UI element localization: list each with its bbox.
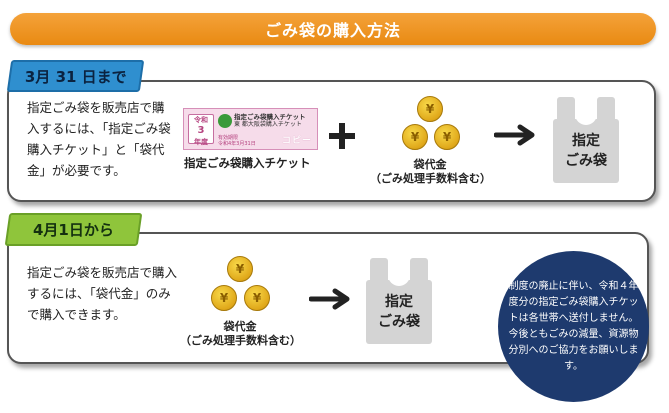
ticket-label: 指定ごみ袋購入チケット	[184, 156, 311, 170]
ticket-copy-mark: コピー	[282, 136, 313, 146]
bag-label-2-line1: 指定	[385, 294, 413, 310]
ticket-title-line1: 指定ごみ袋購入チケット	[234, 113, 306, 121]
section-from-april-tab: 4月1日から	[4, 213, 143, 246]
yen-coin-icon: ¥	[402, 124, 428, 150]
notice-text: 制度の廃止に伴い、令和４年度分の指定ごみ袋購入チケットは各世帯へ送付しません。今…	[508, 280, 639, 372]
section-from-april-tab-label: 4月1日から	[33, 221, 114, 239]
bag-label-2-line2: ごみ袋	[378, 314, 420, 330]
ticket-title-lines: 指定ごみ袋購入チケット 東 都大阪袋購入チケット	[234, 113, 306, 129]
fee-label-block-2: 袋代金 （ごみ処理手数料含む）	[180, 320, 301, 348]
purchase-ticket-image: 令和 3 年度 指定ごみ袋購入チケット 東 都大阪袋購入チケット 有効期限 令和…	[183, 108, 318, 150]
yen-coin-icon: ¥	[211, 285, 237, 311]
ticket-foot-line2: 令和4年3月31日	[218, 141, 256, 147]
bag-label-line2: ごみ袋	[565, 153, 607, 169]
yen-coin-icon: ¥	[227, 256, 253, 282]
yen-coin-icon: ¥	[417, 96, 443, 122]
designated-garbage-bag-icon: 指定 ごみ袋	[366, 258, 432, 344]
yen-coin-icon: ¥	[244, 285, 270, 311]
ticket-foot: 有効期限 令和4年3月31日	[218, 135, 256, 147]
notice-circle: 制度の廃止に伴い、令和４年度分の指定ごみ袋購入チケットは各世帯へ送付しません。今…	[498, 251, 649, 402]
header-bar: ごみ袋の購入方法	[10, 13, 656, 45]
fee-label: 袋代金	[413, 158, 447, 171]
fee-label-2: 袋代金	[223, 320, 257, 333]
fee-sub-label-2: （ごみ処理手数料含む）	[180, 334, 301, 347]
designated-garbage-bag-icon: 指定 ごみ袋	[553, 97, 619, 183]
ticket-leaf-icon	[218, 114, 232, 128]
bag-label: 指定 ごみ袋	[553, 131, 619, 171]
section-until-march-tab-label: 3月 31 日まで	[24, 67, 127, 86]
arrow-right-icon	[308, 288, 353, 310]
section-until-march-description: 指定ごみ袋を販売店で購入するには、「指定ごみ袋購入チケット」と「袋代金」が必要で…	[27, 100, 171, 178]
section-until-march-tab: 3月 31 日まで	[6, 60, 145, 92]
section-from-april-description: 指定ごみ袋を販売店で購入するには、「袋代金」のみで購入できます。	[27, 265, 178, 322]
page-title: ごみ袋の購入方法	[264, 21, 401, 40]
ticket-foot-line1: 有効期限	[218, 135, 239, 141]
fee-sub-label: （ごみ処理手数料含む）	[370, 172, 491, 185]
fee-label-block: 袋代金 （ごみ処理手数料含む）	[370, 158, 491, 186]
ticket-year-badge: 令和 3 年度	[188, 114, 214, 146]
arrow-right-icon	[493, 124, 538, 146]
bag-label-2: 指定 ごみ袋	[366, 292, 432, 332]
yen-coin-icon: ¥	[434, 124, 460, 150]
section-until-march-panel	[7, 80, 656, 202]
ticket-title-line2: 東 都大阪袋購入チケット	[234, 121, 302, 128]
ticket-badge-num: 3	[197, 125, 205, 136]
bag-label-line1: 指定	[572, 133, 600, 149]
ticket-badge-bottom: 年度	[194, 138, 208, 146]
plus-icon	[329, 123, 355, 149]
ticket-badge-top: 令和	[194, 116, 208, 124]
